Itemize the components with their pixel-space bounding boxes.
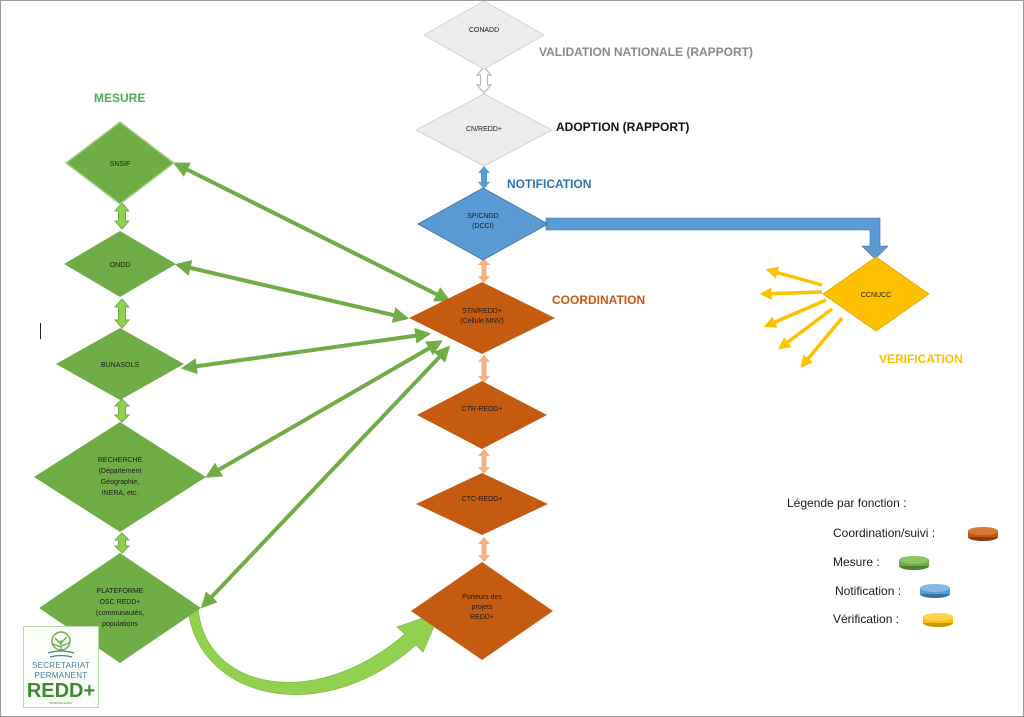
node-label: (Cellule MNV): [460, 318, 504, 325]
legend-label-verification: Vérification :: [833, 612, 900, 626]
node-stnredd: STN/REDD+ (Cellule MNV): [409, 282, 555, 354]
node-label: CTR-REDD+: [462, 406, 503, 413]
node-label: ONDD: [110, 262, 131, 269]
node-label: SP/CNDD: [467, 213, 499, 220]
legend-label-coordination: Coordination/suivi :: [833, 526, 936, 540]
curved-arrow-plateforme-porteurs: [187, 607, 441, 695]
node-label: RECHERCHE: [98, 457, 143, 464]
connector-plateforme-stn: [200, 345, 451, 609]
node-label: CONADD: [469, 27, 499, 34]
node-label: (communautés,: [96, 610, 144, 617]
verification-ray: [759, 287, 823, 300]
double-arrow-recherche-plateforme: [113, 532, 131, 554]
node-ccnucc: CCNUCC: [822, 256, 930, 332]
notification-connectors: [478, 166, 889, 260]
double-arrow-ctr-ctc: [478, 449, 490, 474]
node-label: INERA, etc.: [102, 490, 139, 497]
mesure-connectors: [173, 162, 451, 609]
connector-bunasols-stn: [180, 327, 432, 375]
node-bunasols: BUNASOLS: [56, 328, 184, 400]
double-arrow-ondd-bunasols: [113, 298, 131, 329]
node-label: PLATEFORME: [97, 588, 144, 595]
node-label: CN/REDD+: [466, 126, 502, 133]
node-ctcredd: CTC-REDD+: [416, 473, 548, 535]
node-label: Géographie,: [101, 479, 140, 486]
node-cnredd: CN/REDD+: [414, 93, 554, 167]
node-label: Porteurs des: [462, 594, 502, 601]
logo-text-line1: SECRETARIAT: [31, 661, 91, 670]
coordination-connectors: [478, 258, 490, 562]
node-label: OSC REDD+: [99, 599, 140, 606]
node-conadd: CONADD: [422, 0, 546, 70]
legend-label-mesure: Mesure :: [833, 555, 880, 569]
double-arrow-stn-ctr: [478, 355, 490, 383]
double-arrow-ctc-porteurs: [478, 537, 490, 562]
node-label: REDD+: [470, 614, 494, 621]
node-label: populations: [102, 621, 138, 628]
connector-ondd-stn: [174, 260, 410, 323]
node-label: STN/REDD+: [462, 308, 502, 315]
logo-text-line4: BURKINA FASO: [49, 701, 72, 705]
verification-ray: [765, 266, 823, 287]
connector-snsif-stn: [173, 162, 451, 302]
legend-swatch-coordination: [968, 527, 998, 541]
double-arrow-conadd-cnredd: [475, 66, 493, 94]
node-recherche: RECHERCHE (Département Géographie, INERA…: [34, 422, 206, 532]
legend-swatch-verification: [923, 613, 953, 627]
header-verification: VERIFICATION: [879, 352, 963, 366]
legend-title: Légende par fonction :: [787, 496, 907, 510]
header-validation: VALIDATION NATIONALE (RAPPORT): [539, 45, 753, 59]
logo-text-line3: REDD+: [26, 680, 96, 702]
node-label: CTC-REDD+: [462, 496, 503, 503]
header-adoption: ADOPTION (RAPPORT): [556, 120, 690, 134]
arrow-spcndd-ccnucc: [545, 217, 889, 260]
double-arrow-cnredd-spcndd: [478, 166, 490, 189]
double-arrow-bunasols-recherche: [113, 398, 131, 423]
node-label: projets: [471, 604, 493, 611]
node-label: (DCCI): [472, 223, 494, 230]
legend-swatch-mesure: [899, 556, 929, 570]
verification-rays: [759, 266, 844, 368]
header-notification: NOTIFICATION: [507, 177, 592, 191]
verification-ray: [778, 307, 834, 350]
header-mesure: MESURE: [94, 91, 146, 105]
logo-text-line2: PERMANENT: [34, 671, 88, 680]
tree-icon: [47, 631, 75, 658]
double-arrow-spcndd-stn: [478, 258, 490, 283]
header-coordination: COORDINATION: [552, 293, 646, 307]
text-cursor: [40, 323, 41, 339]
double-arrow-snsif-ondd: [113, 202, 131, 230]
node-ondd: ONDD: [64, 231, 176, 297]
connector-recherche-stn: [205, 340, 443, 478]
legend-swatch-notification: [920, 584, 950, 598]
node-label: CCNUCC: [861, 292, 891, 299]
node-label: SNSIF: [110, 161, 131, 168]
validation-connector: [475, 66, 493, 94]
legend-label-notification: Notification :: [835, 584, 902, 598]
mesure-column-connectors: [113, 202, 131, 554]
node-porteurs: Porteurs des projets REDD+: [411, 562, 553, 660]
logo-secretariat-redd: SECRETARIAT PERMANENT REDD+ BURKINA FASO: [23, 626, 99, 708]
verification-ray: [763, 298, 827, 328]
node-spcndd: SP/CNDD (DCCI): [417, 187, 549, 261]
node-ctrredd: CTR-REDD+: [417, 381, 547, 449]
node-label: (Département: [99, 468, 142, 475]
node-snsif: SNSIF: [64, 121, 176, 205]
node-label: BUNASOLS: [101, 362, 139, 369]
verification-ray: [800, 316, 844, 368]
